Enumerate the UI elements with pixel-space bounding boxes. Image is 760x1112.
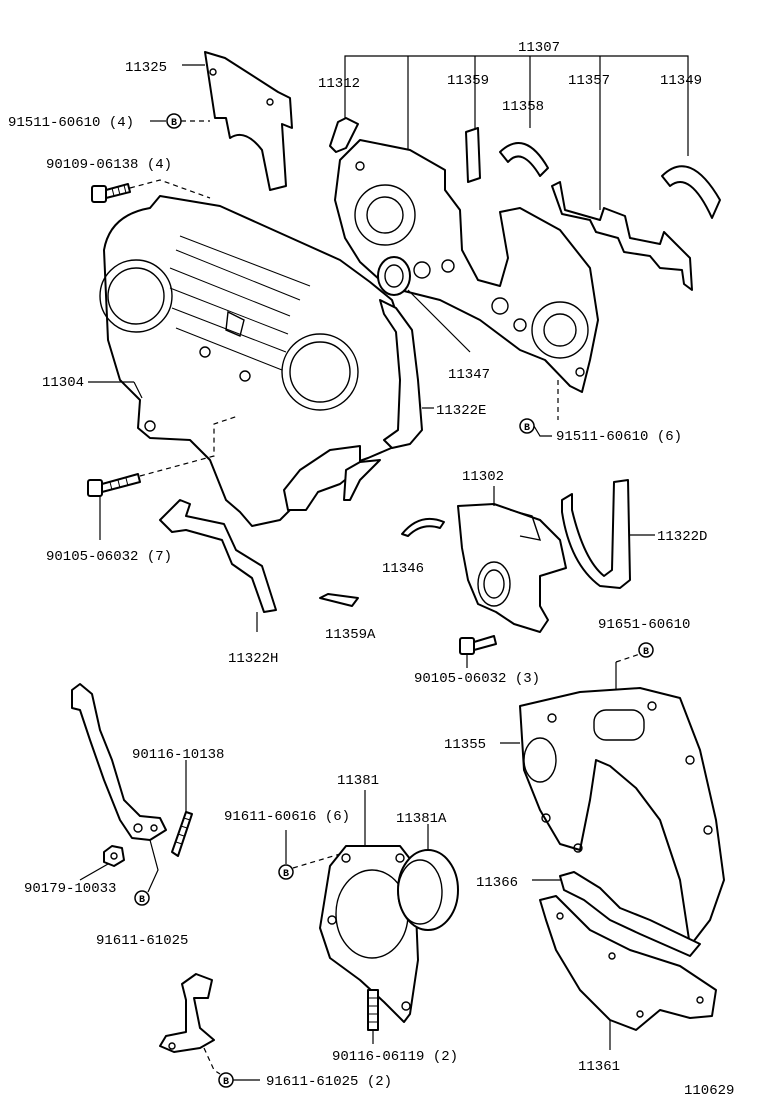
group-bracket-11307 [344, 55, 689, 210]
label-11302: 11302 [462, 469, 504, 485]
label-91611-60616: 91611-60616 (6) [224, 809, 350, 825]
label-11361: 11361 [578, 1059, 620, 1075]
marker-b-91611-60616: B [278, 830, 341, 880]
part-11322H-gasket[interactable] [159, 499, 277, 632]
label-11381A: 11381A [396, 811, 447, 827]
marker-letter: B [524, 423, 530, 434]
part-11358-half-ring[interactable] [499, 142, 549, 177]
part-11312-key[interactable] [329, 117, 359, 153]
label-11322E: 11322E [436, 403, 486, 419]
label-11346: 11346 [382, 561, 424, 577]
marker-b-91511-top: B [150, 113, 210, 129]
part-small-bracket[interactable] [159, 973, 215, 1053]
part-lever-bracket[interactable] [71, 683, 167, 841]
label-11325: 11325 [125, 60, 167, 76]
label-11349: 11349 [660, 73, 702, 89]
label-11358: 11358 [502, 99, 544, 115]
label-11312: 11312 [318, 76, 360, 92]
marker-letter: B [643, 647, 649, 658]
part-11349-half-ring[interactable] [661, 165, 721, 219]
marker-letter: B [223, 1077, 229, 1088]
part-11325-plate[interactable] [182, 51, 293, 191]
marker-letter: B [171, 118, 177, 129]
part-11357-gasket-strip[interactable] [551, 181, 693, 291]
label-90116-10138: 90116-10138 [132, 747, 224, 763]
label-90109-06138: 90109-06138 (4) [46, 157, 172, 173]
part-11322E-gasket[interactable] [379, 299, 434, 449]
part-11381A-oil-seal[interactable] [397, 824, 459, 931]
part-11366-gasket[interactable] [532, 871, 701, 957]
part-lower-cover-extension[interactable] [283, 445, 381, 511]
label-90116-06119: 90116-06119 (2) [332, 1049, 458, 1065]
label-11355: 11355 [444, 737, 486, 753]
figure-number: 110629 [684, 1083, 734, 1099]
label-11307: 11307 [518, 40, 560, 56]
part-11361-cover-plate[interactable] [539, 895, 717, 1050]
label-11322D: 11322D [657, 529, 707, 545]
marker-b-91651: B [615, 642, 654, 692]
part-11359A-key[interactable] [319, 593, 359, 607]
label-91511-60610-6: 91511-60610 (6) [556, 429, 682, 445]
label-90105-06032-7: 90105-06032 (7) [46, 549, 172, 565]
label-11322H: 11322H [228, 651, 278, 667]
label-91651-60610: 91651-60610 [598, 617, 690, 633]
stud-90116-10138[interactable] [171, 760, 193, 857]
label-11359A: 11359A [325, 627, 376, 643]
part-11347-seal-ring[interactable] [377, 256, 471, 353]
nut-90179[interactable] [79, 845, 125, 881]
marker-b-91511-bottom: B [519, 380, 559, 437]
part-11302-lower-cover[interactable] [457, 486, 567, 633]
bolt-90105-left[interactable] [87, 415, 239, 540]
label-90179-10033: 90179-10033 [24, 881, 116, 897]
label-11304: 11304 [42, 375, 84, 391]
label-90105-06032-3: 90105-06032 (3) [414, 671, 540, 687]
stud-90116-06119[interactable] [367, 989, 379, 1044]
bolt-90105-right[interactable] [459, 635, 497, 668]
marker-letter: B [283, 869, 289, 880]
label-11381: 11381 [337, 773, 379, 789]
marker-b-91611-left: B [134, 839, 159, 906]
part-11355-end-plate[interactable] [500, 687, 725, 947]
marker-b-91611-bottom: B [203, 1047, 260, 1088]
label-11357: 11357 [568, 73, 610, 89]
part-11322D-gasket[interactable] [561, 479, 655, 589]
part-11359-key[interactable] [465, 127, 481, 183]
label-11347: 11347 [448, 367, 490, 383]
part-labels: 11307 11325 11312 11359 11357 11349 1135… [8, 40, 734, 1099]
label-11366: 11366 [476, 875, 518, 891]
label-91611-61025: 91611-61025 [96, 933, 188, 949]
part-11346-half-ring[interactable] [401, 518, 445, 537]
label-11359: 11359 [447, 73, 489, 89]
label-91511-60610-4: 91511-60610 (4) [8, 115, 134, 131]
bolt-90109[interactable] [91, 179, 211, 203]
label-91611-61025-2: 91611-61025 (2) [266, 1074, 392, 1090]
marker-letter: B [139, 895, 145, 906]
